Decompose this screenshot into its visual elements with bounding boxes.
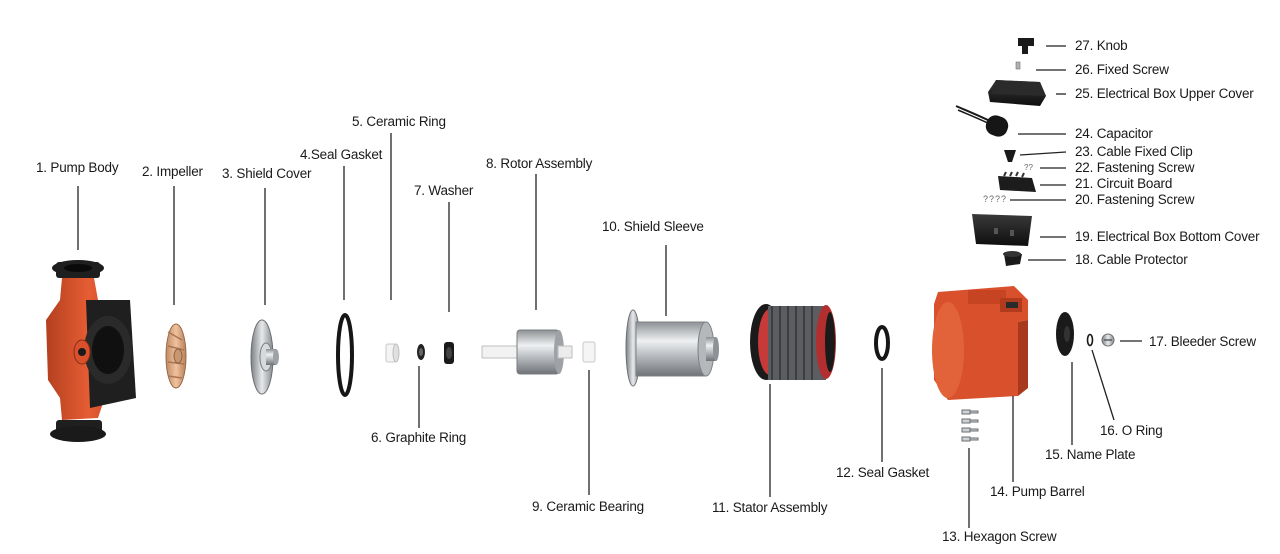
label-rotor-assembly: 8. Rotor Assembly — [486, 156, 593, 171]
seal-gasket-12 — [874, 325, 890, 361]
fastening-screws-22: ?? — [1024, 163, 1033, 172]
label-washer: 7. Washer — [414, 183, 474, 198]
label-electrical-box-bottom-cover: 19. Electrical Box Bottom Cover — [1075, 229, 1260, 244]
electrical-box-bottom-cover — [972, 214, 1032, 246]
ceramic-ring — [385, 343, 400, 363]
label-ceramic-ring: 5. Ceramic Ring — [352, 114, 446, 129]
label-graphite-ring: 6. Graphite Ring — [371, 430, 467, 445]
label-fastening-screw-22: 22. Fastening Screw — [1075, 160, 1195, 175]
label-pump-body: 1. Pump Body — [36, 160, 119, 175]
rotor-assembly — [481, 329, 573, 375]
label-shield-cover: 3. Shield Cover — [222, 166, 312, 181]
knob — [1018, 38, 1034, 54]
shield-sleeve — [625, 309, 719, 387]
label-seal-gasket-12: 12. Seal Gasket — [836, 465, 930, 480]
impeller — [165, 323, 187, 389]
label-impeller: 2. Impeller — [142, 164, 203, 179]
fastening-screws-20: ???? — [983, 194, 1007, 204]
washer — [444, 342, 454, 364]
hexagon-screws — [961, 409, 979, 442]
label-electrical-box-upper-cover: 25. Electrical Box Upper Cover — [1075, 86, 1254, 101]
label-bleeder-screw: 17. Bleeder Screw — [1149, 334, 1256, 349]
label-stator-assembly: 11. Stator Assembly — [712, 500, 828, 515]
label-ceramic-bearing: 9. Ceramic Bearing — [532, 499, 644, 514]
label-name-plate: 15. Name Plate — [1045, 447, 1136, 462]
seal-gasket-4 — [336, 313, 354, 397]
pump-body — [46, 260, 136, 442]
cable-protector — [1003, 251, 1022, 266]
pump-barrel — [932, 286, 1028, 400]
label-seal-gasket-4: 4.Seal Gasket — [300, 147, 383, 162]
o-ring — [1086, 333, 1094, 347]
label-circuit-board: 21. Circuit Board — [1075, 176, 1173, 191]
label-fastening-screw-20: 20. Fastening Screw — [1075, 192, 1195, 207]
capacitor — [955, 105, 1009, 137]
fixed-screw — [1015, 61, 1021, 70]
bleeder-screw — [1101, 333, 1115, 347]
shield-cover — [250, 319, 279, 395]
graphite-ring — [417, 344, 425, 360]
label-cable-fixed-clip: 23. Cable Fixed Clip — [1075, 144, 1193, 159]
leader-lines — [77, 45, 1142, 528]
label-pump-barrel: 14. Pump Barrel — [990, 484, 1085, 499]
name-plate — [1056, 312, 1074, 356]
label-knob: 27. Knob — [1075, 38, 1128, 53]
circuit-board — [998, 171, 1036, 192]
ceramic-bearing — [582, 341, 596, 363]
svg-text:????: ???? — [983, 194, 1007, 204]
label-cable-protector: 18. Cable Protector — [1075, 252, 1188, 267]
svg-text:??: ?? — [1024, 163, 1033, 172]
label-shield-sleeve: 10. Shield Sleeve — [602, 219, 704, 234]
cable-fixed-clip — [1004, 150, 1016, 162]
label-o-ring: 16. O Ring — [1100, 423, 1163, 438]
label-fixed-screw: 26. Fixed Screw — [1075, 62, 1169, 77]
stator-assembly — [750, 304, 836, 380]
label-hexagon-screw: 13. Hexagon Screw — [942, 529, 1057, 544]
label-capacitor: 24. Capacitor — [1075, 126, 1153, 141]
electrical-box-upper-cover — [988, 80, 1046, 106]
